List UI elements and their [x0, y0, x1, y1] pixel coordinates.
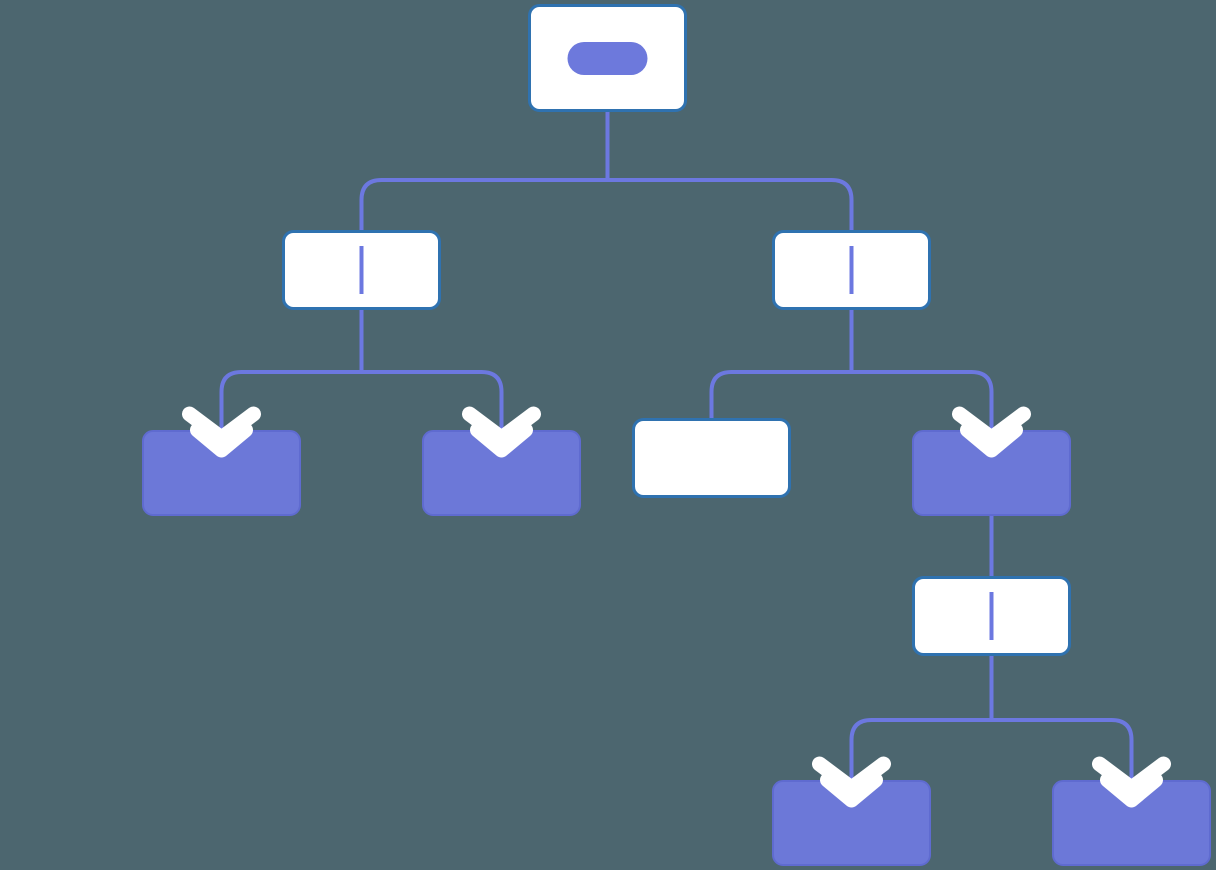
connector-branch-right-to-empty-node [709, 370, 852, 418]
node-layer [142, 4, 1211, 866]
connector-root-to-branch-left [359, 178, 608, 320]
double-chevron-down-icon [462, 406, 541, 458]
double-chevron-down-icon [1092, 756, 1171, 808]
connector-branch-left-to-leaf-1 [219, 370, 362, 452]
double-chevron-down-icon [182, 406, 261, 458]
connector-branch-right-to-leaf-3 [851, 370, 994, 452]
double-chevron-down-icon [952, 406, 1031, 458]
empty-white-node-shape[interactable] [632, 418, 791, 498]
chevron-upper [182, 406, 261, 446]
chevron-upper [812, 756, 891, 796]
double-chevron-down-icon [812, 756, 891, 808]
chevron-lower [820, 772, 883, 808]
empty-white-node[interactable] [632, 418, 791, 498]
chevron-upper [952, 406, 1031, 446]
chevron-upper [1092, 756, 1171, 796]
connector-sub-branch-to-leaf-5 [991, 718, 1134, 802]
icon-layer [182, 42, 1171, 808]
chevron-lower [470, 422, 533, 458]
chevron-upper [462, 406, 541, 446]
connector-sub-branch-to-leaf-4 [849, 718, 992, 802]
chevron-lower [190, 422, 253, 458]
pill-badge-icon [567, 42, 648, 75]
chevron-lower [1100, 772, 1163, 808]
chevron-lower [960, 422, 1023, 458]
connector-branch-left-to-leaf-2 [361, 370, 504, 452]
connector-root-to-branch-right [607, 178, 854, 320]
